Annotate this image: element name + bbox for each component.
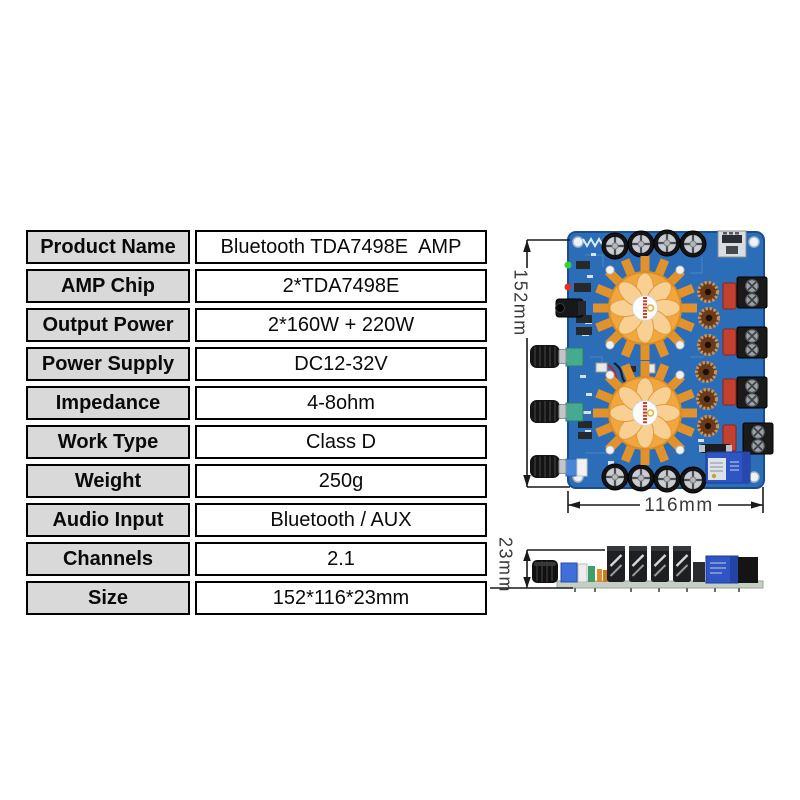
- spec-label-cell: AMP Chip: [26, 269, 190, 303]
- dimension-height-label: 152mm: [510, 269, 530, 337]
- spec-label-cell: Impedance: [26, 386, 190, 420]
- side-relay: [705, 555, 758, 584]
- table-row: Channels 2.1: [26, 542, 487, 576]
- spec-value-cell: 2*TDA7498E: [195, 269, 487, 303]
- dimension-depth-label: 23mm: [495, 537, 515, 593]
- dimension-width-label: 116mm: [644, 495, 713, 516]
- dimension-arrow-icon: [523, 550, 531, 561]
- usb-port-icon: [717, 230, 747, 258]
- spec-label-cell: Work Type: [26, 425, 190, 459]
- spec-label-cell: Audio Input: [26, 503, 190, 537]
- aux-jack-icon: [555, 298, 586, 318]
- pcb-top-view: [529, 228, 774, 495]
- spec-value-cell: Bluetooth TDA7498E AMP: [195, 230, 487, 264]
- spec-table: Product Name Bluetooth TDA7498E AMP AMP …: [21, 225, 492, 620]
- potentiometer-bodies: [565, 347, 588, 477]
- heatsink-fan-1: [591, 254, 699, 362]
- table-row: Power Supply DC12-32V: [26, 347, 487, 381]
- table-row: Weight 250g: [26, 464, 487, 498]
- ic-chips: [574, 261, 592, 439]
- dimension-height: 152mm: [510, 239, 570, 488]
- volume-knob-2: [529, 399, 567, 424]
- table-row: Audio Input Bluetooth / AUX: [26, 503, 487, 537]
- table-row: Output Power 2*160W + 220W: [26, 308, 487, 342]
- table-row: Impedance 4-8ohm: [26, 386, 487, 420]
- dimension-arrow-icon: [568, 501, 580, 509]
- dimension-arrow-icon: [751, 501, 763, 509]
- volume-knob-3: [529, 454, 567, 479]
- spec-value-cell: 2.1: [195, 542, 487, 576]
- spec-label-cell: Power Supply: [26, 347, 190, 381]
- product-photo: 152mm 116mm: [490, 228, 774, 593]
- side-component: [693, 562, 705, 582]
- dimension-arrow-icon: [523, 475, 531, 487]
- spec-label-cell: Product Name: [26, 230, 190, 264]
- side-knob: [532, 560, 558, 583]
- spec-value-cell: 2*160W + 220W: [195, 308, 487, 342]
- fuse-icon: [699, 444, 732, 453]
- dimension-arrow-icon: [523, 240, 531, 252]
- spec-value-cell: DC12-32V: [195, 347, 487, 381]
- table-row: AMP Chip 2*TDA7498E: [26, 269, 487, 303]
- solder-pins: [574, 588, 740, 592]
- spec-value-cell: Class D: [195, 425, 487, 459]
- heatsink-fan-2: [591, 359, 699, 467]
- volume-knob-1: [529, 344, 567, 369]
- status-led-green-icon: [564, 261, 572, 269]
- spec-value-cell: 250g: [195, 464, 487, 498]
- side-capacitors: [605, 544, 693, 584]
- pcb-side-view: [532, 544, 764, 592]
- dimension-width: 116mm: [567, 487, 764, 516]
- side-trimmer: [560, 562, 607, 583]
- spec-value-cell: 4-8ohm: [195, 386, 487, 420]
- status-led-red-icon: [564, 283, 572, 291]
- table-row: Work Type Class D: [26, 425, 487, 459]
- spec-label-cell: Channels: [26, 542, 190, 576]
- dimension-depth: 23mm: [490, 537, 605, 593]
- dimension-arrow-icon: [523, 577, 531, 588]
- table-row: Size 152*116*23mm: [26, 581, 487, 615]
- power-relay-icon: [705, 451, 751, 484]
- spec-value-cell: Bluetooth / AUX: [195, 503, 487, 537]
- spec-value-cell: 152*116*23mm: [195, 581, 487, 615]
- spec-label-cell: Output Power: [26, 308, 190, 342]
- table-row: Product Name Bluetooth TDA7498E AMP: [26, 230, 487, 264]
- spec-label-cell: Size: [26, 581, 190, 615]
- spec-label-cell: Weight: [26, 464, 190, 498]
